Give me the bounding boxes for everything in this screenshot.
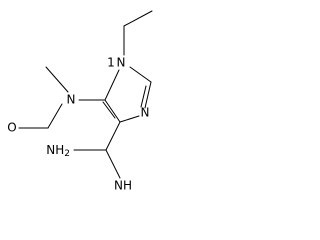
bond-c4-amidine-c xyxy=(105,121,121,151)
atom-label-nh2: NH2 xyxy=(46,143,70,159)
bond-c4-c5-inner xyxy=(102,101,116,119)
nh2-subscript: 2 xyxy=(64,149,70,159)
atom-label-n-methyl: N xyxy=(67,93,76,107)
molecule-structure: N 1 N N O NH2 NH xyxy=(7,10,153,193)
bond-c4-c5-outer xyxy=(104,99,121,123)
bond-ethyl-ch3-ch2 xyxy=(123,10,153,27)
bond-amidine-c-nh xyxy=(105,149,121,179)
atom-label-imine-nh: NH xyxy=(114,179,132,193)
nh2-main: NH xyxy=(46,143,64,157)
atom-label-n1: N xyxy=(117,56,126,70)
bond-n1-c2 xyxy=(129,66,152,83)
atom-label-oxygen: O xyxy=(7,121,16,135)
locant-n1: 1 xyxy=(107,56,115,70)
bond-c2-n3-outer xyxy=(144,81,152,109)
bond-c2-n3-inner xyxy=(140,85,147,108)
bond-n-methyl-ch3 xyxy=(45,66,69,93)
atom-label-n3: N xyxy=(141,106,150,120)
bond-c5-n1 xyxy=(104,69,120,101)
bond-n-formyl-c xyxy=(47,103,63,129)
bond-n3-c4 xyxy=(119,115,140,123)
